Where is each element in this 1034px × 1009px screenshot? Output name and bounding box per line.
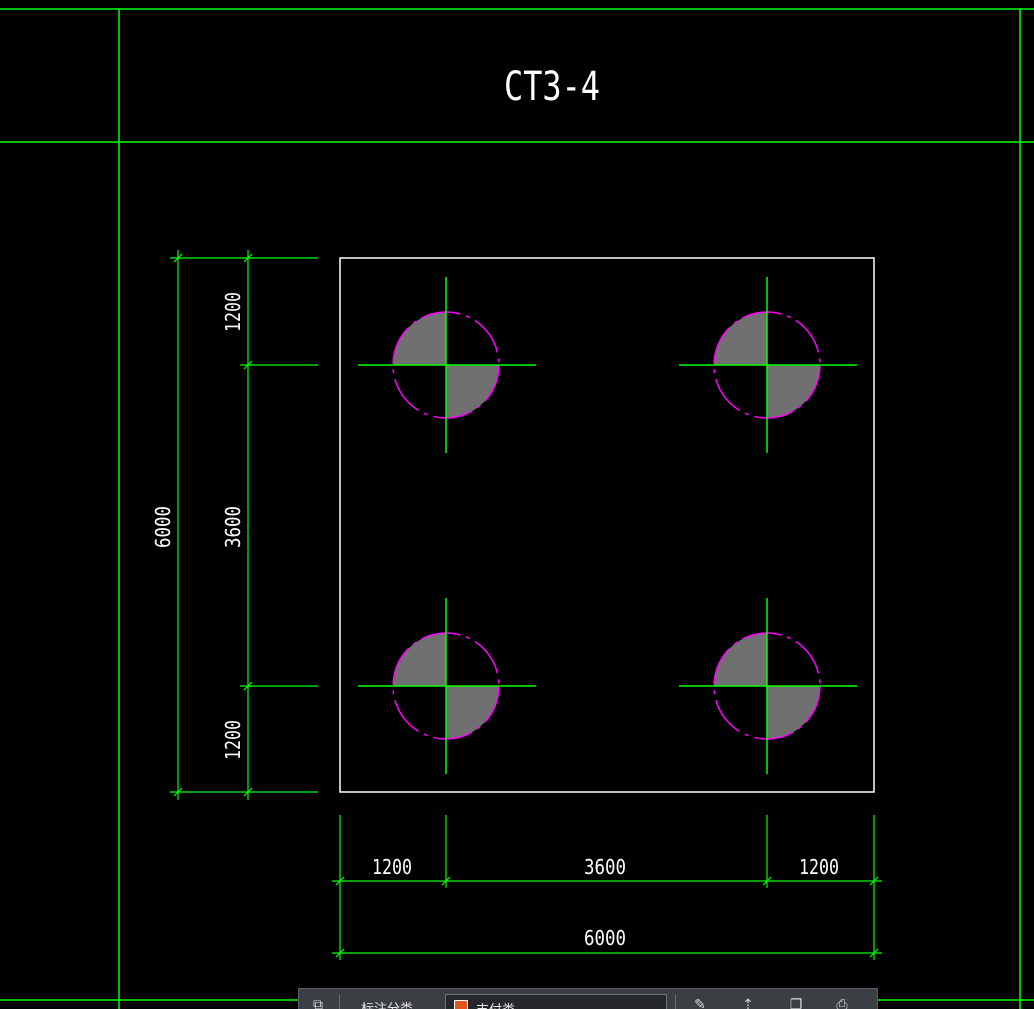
layer-toolbar: ⧉ 标注分类 支付类 ✎ ⇡ ❐ ⎙ xyxy=(298,988,878,1009)
layers-icon[interactable]: ⧉ xyxy=(313,997,323,1009)
pile-fill-quadrant xyxy=(393,633,446,686)
edit-icon[interactable]: ✎ xyxy=(694,997,706,1009)
pile-top-right xyxy=(679,277,857,453)
layer-dropdown-value: 支付类 xyxy=(476,999,515,1009)
pile-fill-quadrant xyxy=(446,686,499,739)
pile-fill-quadrant xyxy=(714,312,767,365)
upload-icon[interactable]: ⇡ xyxy=(742,997,754,1009)
pile-top-left xyxy=(358,277,536,453)
toolbar-divider xyxy=(339,995,340,1009)
dim-vertical-overall: 6000 xyxy=(151,506,175,548)
pile-group xyxy=(358,277,857,774)
copy-icon[interactable]: ❐ xyxy=(789,997,803,1009)
print-icon[interactable]: ⎙ xyxy=(836,997,848,1009)
drawing-title: CT3-4 xyxy=(504,64,600,110)
pile-fill-quadrant xyxy=(714,633,767,686)
pile-cap-outline xyxy=(339,257,875,793)
pile-bottom-right xyxy=(679,598,857,774)
dim-vertical-bottom: 1200 xyxy=(221,720,245,760)
pile-fill-quadrant xyxy=(393,312,446,365)
layer-dropdown[interactable]: 支付类 xyxy=(445,994,667,1009)
toolbar-divider xyxy=(675,995,676,1009)
pile-bottom-left xyxy=(358,598,536,774)
layer-category-label: 标注分类 xyxy=(361,998,413,1009)
dim-horizontal-middle: 3600 xyxy=(584,855,626,879)
pile-fill-quadrant xyxy=(767,365,820,418)
dim-horizontal-left: 1200 xyxy=(372,855,412,879)
dim-vertical-top: 1200 xyxy=(221,292,245,332)
horizontal-dimension-chain xyxy=(332,815,882,960)
pile-fill-quadrant xyxy=(767,686,820,739)
vertical-dimension-chain xyxy=(170,250,318,800)
pile-fill-quadrant xyxy=(446,365,499,418)
dim-vertical-middle: 3600 xyxy=(221,506,245,548)
layer-color-swatch xyxy=(454,1000,468,1009)
dim-horizontal-right: 1200 xyxy=(799,855,839,879)
dim-horizontal-overall: 6000 xyxy=(584,926,626,950)
